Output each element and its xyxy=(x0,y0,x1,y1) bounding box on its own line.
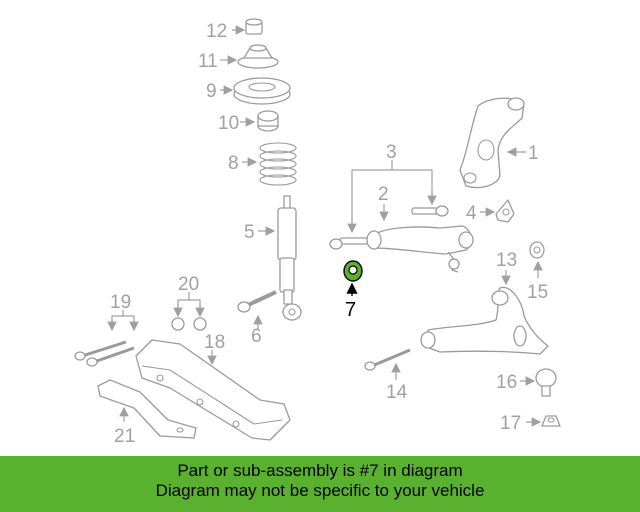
part-17-nut: 17 xyxy=(500,413,561,434)
part-2-upper-control-arm: 2 xyxy=(366,184,474,273)
part-8-coil-spring: 8 xyxy=(228,142,297,186)
label-8: 8 xyxy=(228,153,239,174)
part-12-nut: 12 xyxy=(206,18,263,42)
part-5-shock-absorber: 5 xyxy=(244,195,302,321)
label-5: 5 xyxy=(244,222,255,243)
label-16: 16 xyxy=(496,372,517,393)
label-14: 14 xyxy=(386,382,408,403)
part-10-isolator: 10 xyxy=(218,110,279,134)
label-10: 10 xyxy=(218,113,239,134)
label-9: 9 xyxy=(206,81,217,102)
part-13-lower-control-arm: 13 xyxy=(420,250,549,355)
part-16-ball-joint: 16 xyxy=(496,368,557,397)
part-9-spring-seat: 9 xyxy=(206,77,291,105)
label-15: 15 xyxy=(527,282,548,303)
part-18-crossmember: 18 xyxy=(135,332,291,441)
label-1: 1 xyxy=(528,143,539,164)
label-17: 17 xyxy=(500,413,521,434)
info-banner: Part or sub-assembly is #7 in diagram Di… xyxy=(0,456,640,512)
banner-line-1: Part or sub-assembly is #7 in diagram xyxy=(177,461,463,480)
label-6: 6 xyxy=(251,326,262,347)
part-15-bushing: 15 xyxy=(527,241,548,303)
label-4: 4 xyxy=(466,203,477,224)
label-11: 11 xyxy=(198,51,218,72)
part-21-plate: 21 xyxy=(97,379,197,447)
banner-line-2: Diagram may not be specific to your vehi… xyxy=(155,481,485,500)
label-12: 12 xyxy=(206,21,227,42)
suspension-parts-diagram: 12 11 9 10 8 xyxy=(74,18,561,447)
part-19-bolts: 19 xyxy=(74,292,139,367)
part-11-upper-mount: 11 xyxy=(198,44,279,72)
part-4-bracket: 4 xyxy=(466,199,515,224)
part-3-bolts: 3 xyxy=(329,142,449,250)
label-18: 18 xyxy=(204,332,225,353)
part-6-bolt: 6 xyxy=(237,290,277,347)
label-21: 21 xyxy=(114,426,135,447)
label-19: 19 xyxy=(110,292,131,313)
label-3: 3 xyxy=(386,142,397,163)
part-7-bushing-highlighted: 7 xyxy=(343,260,363,321)
label-20: 20 xyxy=(178,274,199,295)
part-20-bushings: 20 xyxy=(171,274,207,331)
part-14-bolt: 14 xyxy=(364,348,411,403)
label-2: 2 xyxy=(378,184,389,205)
label-13: 13 xyxy=(496,250,517,271)
part-1-knuckle: 1 xyxy=(459,97,539,189)
label-7: 7 xyxy=(345,299,356,321)
